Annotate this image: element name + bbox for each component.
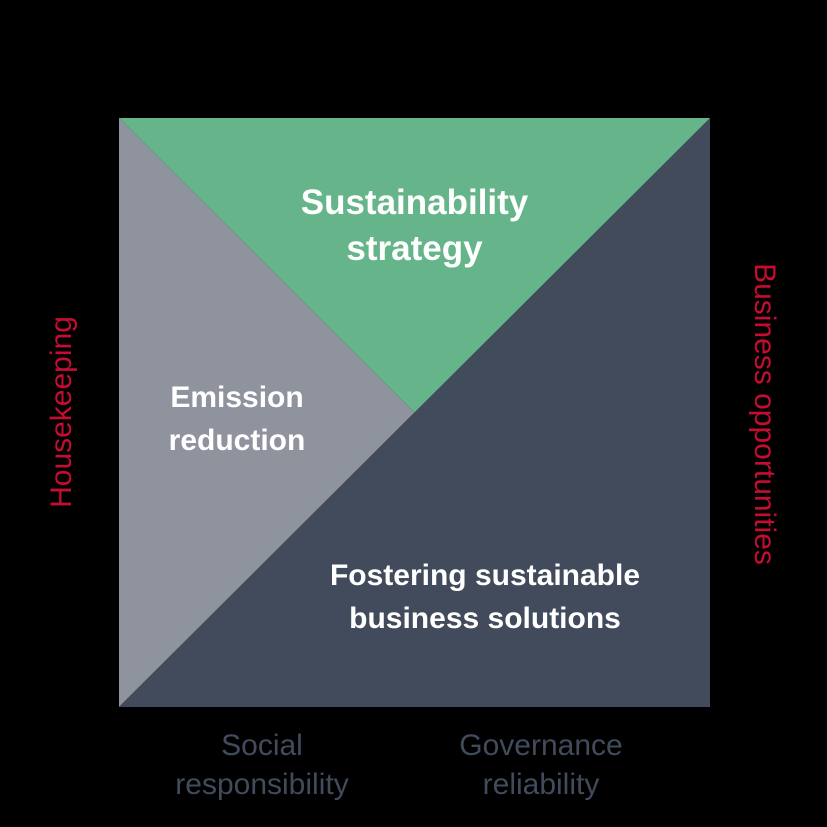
label-line: reduction <box>168 424 306 457</box>
axis-label-housekeeping: Housekeeping <box>45 316 78 508</box>
region-sustainability-strategy-shape <box>119 118 710 413</box>
label-line: reliability <box>482 768 600 801</box>
region-business-solutions-label: Fostering sustainable business solutions <box>285 554 685 640</box>
region-emission-reduction-label: Emission reduction <box>119 376 355 462</box>
axis-label-social-responsibility: Social responsibility <box>112 726 412 804</box>
matrix-shapes <box>119 118 710 707</box>
label-line: business solutions <box>349 602 621 635</box>
sustainability-matrix-square: Sustainability strategy Emission reducti… <box>119 118 710 707</box>
region-sustainability-strategy-label: Sustainability strategy <box>119 180 710 272</box>
axis-label-business-opportunities: Business opportunities <box>748 263 781 565</box>
label-line: Social <box>221 729 303 762</box>
label-line: Emission <box>170 381 304 414</box>
label-line: Sustainability <box>300 183 529 222</box>
axis-label-governance-reliability: Governance reliability <box>391 726 691 804</box>
region-emission-reduction-shape <box>119 118 415 707</box>
label-line: responsibility <box>175 768 349 801</box>
label-line: strategy <box>346 229 483 268</box>
label-line: Fostering sustainable <box>329 559 641 592</box>
label-line: Governance <box>459 729 623 762</box>
